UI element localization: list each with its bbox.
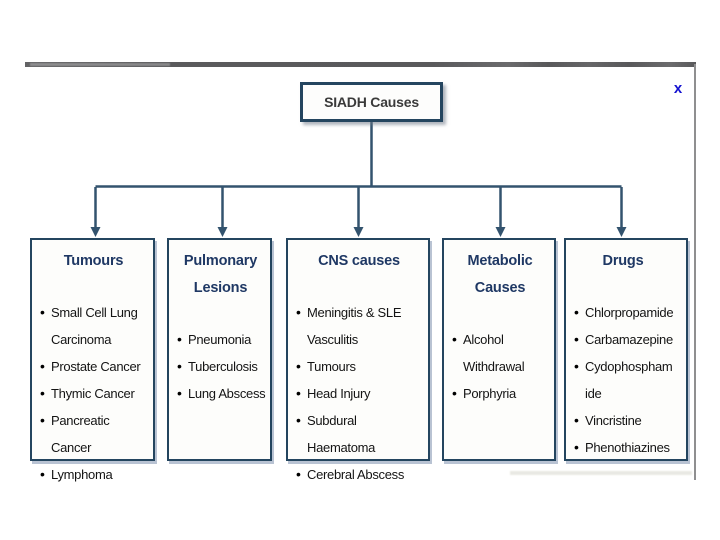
bottom-artifact	[510, 471, 692, 475]
list-item: Phenothiazines	[574, 434, 674, 461]
category-item-list: Pneumonia Tuberculosis Lung Abscess	[175, 326, 266, 407]
list-item: Cydophosphamide	[574, 353, 674, 407]
list-item: Cerebral Abscess	[296, 461, 424, 488]
category-box-cns-causes: CNS causes Meningitis & SLE Vasculitis T…	[286, 238, 430, 488]
list-item: Vincristine	[574, 407, 674, 434]
list-item: Chlorpropamide	[574, 299, 674, 326]
category-title: Tumours	[63, 253, 124, 269]
list-item: Alcohol Withdrawal	[452, 326, 550, 380]
category-item-list: Alcohol Withdrawal Porphyria	[450, 326, 550, 407]
category-title: CNS causes	[318, 253, 400, 269]
list-item: Thymic Cancer	[40, 380, 149, 407]
category-item-list: Meningitis & SLE Vasculitis Tumours Head…	[294, 299, 424, 488]
list-item: Carbamazepine	[574, 326, 674, 353]
category-item-list: Small Cell Lung Carcinoma Prostate Cance…	[38, 299, 149, 488]
right-border-line	[694, 64, 696, 480]
list-item: Lung Abscess	[177, 380, 266, 407]
category-title: Drugs	[602, 253, 644, 269]
list-item: Small Cell Lung Carcinoma	[40, 299, 149, 353]
list-item: Meningitis & SLE Vasculitis	[296, 299, 424, 353]
category-box-metabolic-causes: Metabolic Causes Alcohol Withdrawal Porp…	[442, 238, 556, 461]
close-icon[interactable]: x	[673, 80, 683, 97]
list-item: Lymphoma	[40, 461, 149, 488]
category-box-drugs: Drugs Chlorpropamide Carbamazepine Cydop…	[564, 238, 688, 461]
topbar-smudge-artifact	[30, 63, 170, 66]
category-title: Metabolic Causes	[467, 253, 533, 296]
list-item: Pancreatic Cancer	[40, 407, 149, 461]
category-box-tumours: Tumours Small Cell Lung Carcinoma Prosta…	[30, 238, 155, 488]
list-item: Head Injury	[296, 380, 424, 407]
root-node-label: SIADH Causes	[324, 94, 419, 110]
category-box-pulmonary-lesions: Pulmonary Lesions Pneumonia Tuberculosis…	[167, 238, 272, 461]
category-item-list: Chlorpropamide Carbamazepine Cydophospha…	[572, 299, 674, 461]
list-item: Subdural Haematoma	[296, 407, 424, 461]
category-title: Pulmonary Lesions	[183, 253, 258, 296]
list-item: Porphyria	[452, 380, 550, 407]
root-node: SIADH Causes	[300, 82, 443, 122]
list-item: Prostate Cancer	[40, 353, 149, 380]
topbar-artifact	[25, 62, 696, 67]
list-item: Tumours	[296, 353, 424, 380]
list-item: Tuberculosis	[177, 353, 266, 380]
list-item: Pneumonia	[177, 326, 266, 353]
